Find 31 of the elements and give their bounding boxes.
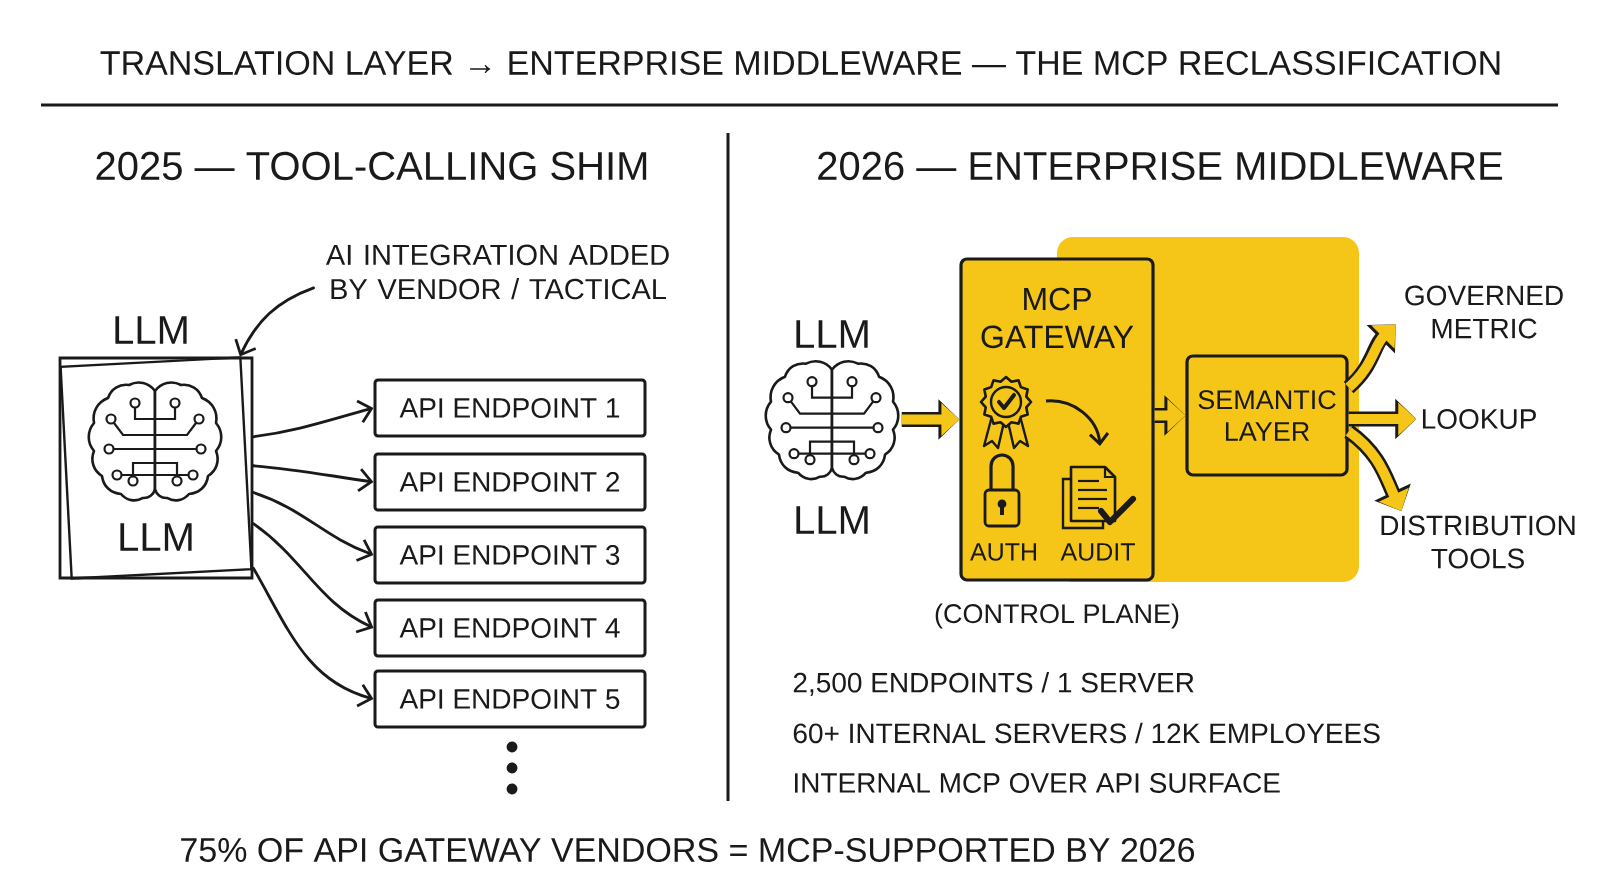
arrow xyxy=(1343,324,1396,393)
output-label: DISTRIBUTION TOOLS xyxy=(1381,515,1575,569)
endpoint-box: API ENDPOINT 1 xyxy=(373,378,647,438)
section-heading: 2026 — ENTERPRISE MIDDLEWARE xyxy=(818,151,1503,181)
stat-line: 2,500 ENDPOINTS / 1 SERVER xyxy=(793,672,1194,696)
arrow xyxy=(252,491,374,562)
llm-box: LLM xyxy=(58,356,254,580)
node-label: LLM xyxy=(115,316,187,344)
node-label: LLM xyxy=(796,320,868,348)
output-label: GOVERNED METRIC xyxy=(1405,285,1563,339)
caption-text: (CONTROL PLANE) xyxy=(935,603,1179,629)
section-heading: 2025 — TOOL-CALLING SHIM xyxy=(96,151,647,181)
arrow xyxy=(252,399,374,439)
caption-text: 75% OF API GATEWAY VENDORS = MCP-SUPPORTED BY 2026 xyxy=(181,837,1195,863)
arrow xyxy=(252,566,374,708)
layer-box: SEMANTIC LAYER xyxy=(1185,354,1349,477)
stat-line: INTERNAL MCP OVER API SURFACE xyxy=(795,773,1280,793)
arrow xyxy=(252,464,374,493)
output-label: LOOKUP xyxy=(1422,409,1536,429)
node-label: LLM xyxy=(796,506,868,534)
title: TRANSLATION LAYER → ENTERPRISE MIDDLEWARE — THE MCP RECLASSIFICATION xyxy=(100,50,1500,76)
stat-line: 60+ INTERNAL SERVERS / 12K EMPLOYEES xyxy=(793,722,1380,744)
endpoint-box: API ENDPOINT 5 xyxy=(373,669,647,729)
arrow xyxy=(234,286,315,357)
endpoint-box: API ENDPOINT 2 xyxy=(373,452,647,512)
endpoint-box: API ENDPOINT 3 xyxy=(373,525,647,585)
endpoint-box: API ENDPOINT 4 xyxy=(373,598,647,658)
note-text: AI INTEGRATION ADDED BY VENDOR / TACTICAL xyxy=(325,244,669,300)
icon-caption: AUDIT xyxy=(1060,543,1135,561)
arrow xyxy=(252,522,374,634)
icon-caption: AUTH xyxy=(970,543,1036,561)
